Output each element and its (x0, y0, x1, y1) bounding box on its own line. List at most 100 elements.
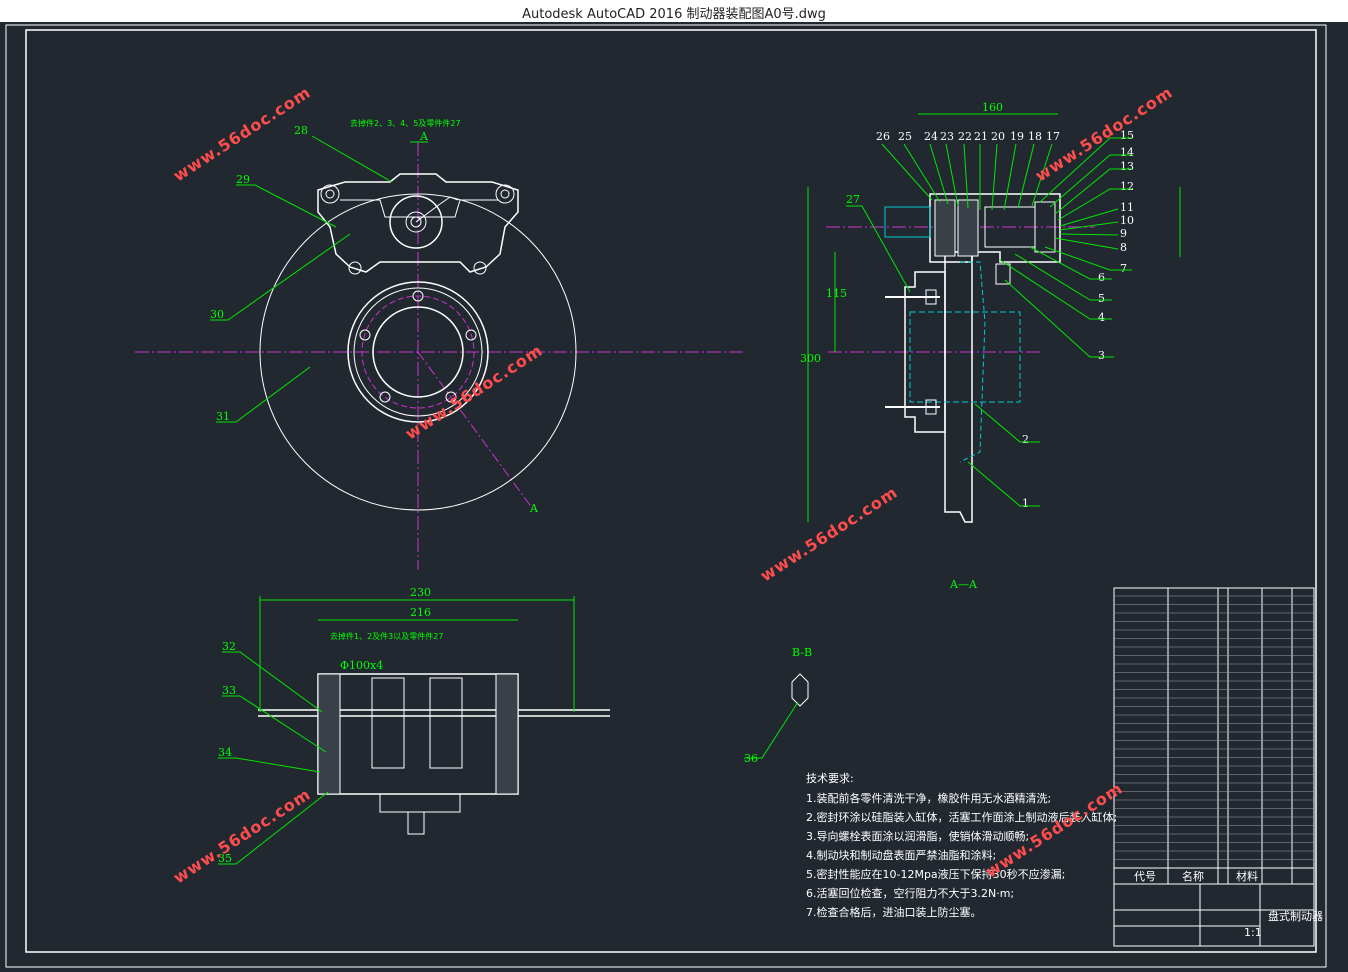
leader-8 (1054, 237, 1119, 250)
detail-view: B-B 36 (744, 646, 812, 765)
inner-pad (957, 199, 979, 257)
part-label-6: 6 (1098, 271, 1105, 284)
section-cut-line (417, 351, 536, 513)
watermark: www.56doc.com (170, 82, 314, 185)
leader-24 (929, 143, 949, 205)
leader-26 (881, 143, 933, 201)
parts-list: 代号 名称 材料 (1113, 587, 1315, 885)
leader-9 (1059, 233, 1119, 236)
bolt-hole (465, 329, 477, 341)
requirements-heading: 技术要求: (806, 772, 854, 785)
part-label-28: 28 (294, 124, 308, 137)
title-block: 盘式制动器 1:1 (1113, 883, 1323, 947)
leader-34 (218, 757, 321, 773)
part-label-17: 17 (1046, 130, 1060, 143)
leader-36 (744, 701, 799, 759)
part-label-7: 7 (1120, 262, 1127, 275)
caliper-section (929, 193, 1061, 263)
part-label-35: 35 (218, 852, 232, 865)
requirement-3: 3.导向螺栓表面涂以润滑脂，使销体滑动顺畅; (806, 829, 1029, 843)
leader-25 (903, 143, 941, 203)
disc-section (944, 251, 973, 523)
requirement-6: 6.活塞回位检查，空行阻力不大于3.2N·m; (806, 886, 1014, 900)
bleed-screw (410, 216, 422, 228)
part-label-33: 33 (222, 684, 236, 697)
dim-overall: 230 (410, 586, 431, 599)
leader-13 (1054, 168, 1132, 215)
part-label-11: 11 (1120, 201, 1134, 214)
part-label-25: 25 (898, 130, 912, 143)
requirement-1: 1.装配前各零件清洗干净，橡胶件用无水酒精清洗; (806, 791, 1051, 805)
detail-label: B-B (792, 646, 812, 659)
caliper-pin-hole (320, 184, 340, 204)
detail-fitting (791, 673, 809, 707)
part-label-13: 13 (1120, 160, 1134, 173)
leader-7 (1044, 246, 1132, 271)
part-label-21: 21 (974, 130, 988, 143)
leader-28 (311, 135, 393, 183)
part-label-23: 23 (940, 130, 954, 143)
leader-14 (1049, 154, 1132, 208)
dim-left-total: 300 (800, 352, 821, 365)
drawing-canvas[interactable]: A 去掉件2、3、4、5及零件件27 28 29 30 31 A (0, 22, 1348, 972)
front-view: A 去掉件2、3、4、5及零件件27 28 29 30 31 A (135, 118, 745, 570)
parts-col-code: 代号 (1134, 870, 1156, 883)
part-label-14: 14 (1120, 146, 1134, 159)
hub-ring (353, 287, 483, 417)
bolt-hole (412, 290, 424, 302)
leader-20 (991, 143, 998, 211)
pad-right (429, 677, 463, 769)
title-block-border (1113, 883, 1315, 947)
bracket-bolt (995, 263, 1011, 285)
piston-inner (405, 211, 427, 233)
hub-outer (347, 281, 489, 423)
leader-35 (218, 791, 329, 865)
leader-5 (1014, 253, 1112, 301)
caliper-pin-hole (325, 189, 335, 199)
cad-drawing[interactable]: A 去掉件2、3、4、5及零件件27 28 29 30 31 A (0, 22, 1348, 972)
leader-33 (222, 695, 327, 753)
bleed-nipple (407, 811, 425, 835)
dim-left: 115 (826, 287, 847, 300)
leader-2 (974, 403, 1040, 443)
section-view: 160 115 300 A—A 26 25 24 23 22 21 20 19 … (800, 101, 1181, 591)
bolt-circle (361, 295, 475, 409)
guide-pin-hidden (884, 206, 931, 238)
sheet-outer-border (5, 24, 1327, 968)
window-title: Autodesk AutoCAD 2016 制动器装配图A0号.dwg (522, 7, 826, 22)
parts-list-rows (1114, 595, 1314, 869)
part-label-26: 26 (876, 130, 890, 143)
leader-23 (945, 143, 959, 207)
bolt-hole (359, 329, 371, 341)
leader-30 (210, 233, 351, 321)
right-part-labels: 15 14 13 12 11 10 9 8 7 6 5 4 3 2 1 (846, 129, 1134, 510)
caliper-inner (340, 199, 498, 218)
leader-4 (999, 259, 1112, 320)
leader-17 (1031, 143, 1053, 207)
part-label-32: 32 (222, 640, 236, 653)
window-titlebar: Autodesk AutoCAD 2016 制动器装配图A0号.dwg (0, 0, 1348, 23)
bottom-view: 230 216 去掉件1、2及件3以及零件件27 Φ100x4 32 33 34… (218, 586, 610, 865)
drawing-scale: 1:1 (1244, 926, 1262, 939)
leader-1 (967, 461, 1040, 507)
leader-32 (222, 651, 323, 713)
leader-3 (1004, 279, 1114, 358)
part-label-9: 9 (1120, 227, 1127, 240)
watermark: www.56doc.com (757, 482, 901, 585)
bottom-annotation: 去掉件1、2及件3以及零件件27 (330, 631, 443, 641)
caliper-left-housing (317, 673, 341, 795)
leader-19 (1003, 143, 1017, 211)
front-annotation: 去掉件2、3、4、5及零件件27 (350, 118, 461, 128)
leader-11 (1059, 208, 1119, 227)
part-label-2: 2 (1022, 433, 1029, 446)
leader-12 (1057, 188, 1132, 221)
piston-bottom (379, 794, 461, 813)
part-label-5: 5 (1098, 292, 1105, 305)
bleed-line (415, 203, 441, 223)
part-label-24: 24 (924, 130, 938, 143)
caliper-body (317, 173, 519, 273)
part-label-18: 18 (1028, 130, 1042, 143)
caliper-top-outline (317, 673, 519, 795)
leader-29 (236, 184, 337, 228)
piston-outer (389, 195, 443, 249)
